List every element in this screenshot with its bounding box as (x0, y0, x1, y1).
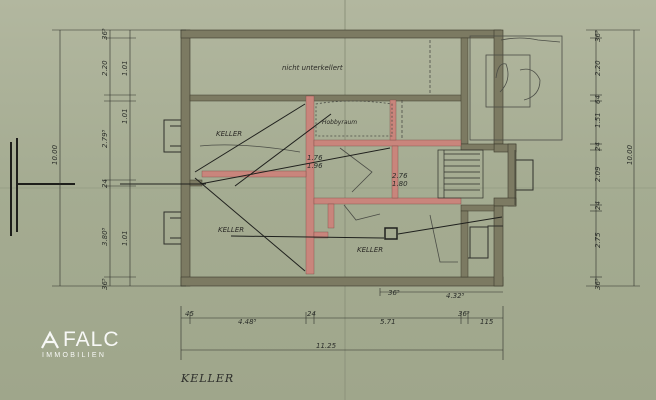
dim-right-2: 2.20 (594, 60, 602, 76)
room-label-keller-right: KELLER (357, 246, 383, 254)
dim-right-overall: 10.00 (626, 144, 634, 165)
reference-mark (10, 138, 75, 236)
brand-name: FALC (63, 328, 120, 351)
room-label-keller-lower: KELLER (218, 226, 244, 234)
dim-right-7: 24 (594, 201, 602, 210)
dim-left-4: 2.79⁵ (101, 129, 109, 148)
dim-mark-4: 1.96 (307, 162, 323, 170)
dim-left-5: 1.01 (121, 108, 129, 124)
dim-left-overall: 10.00 (51, 144, 59, 165)
dim-top-1: 45 (185, 310, 194, 318)
dim-top-5: 36⁵ (458, 310, 470, 318)
diagonal-sketch-lines (120, 103, 503, 272)
pencil-annotations (199, 35, 563, 263)
brand-watermark: FALC IMMOBILIEN (41, 328, 120, 359)
dim-top-6: 115 (480, 318, 494, 326)
dim-left-1: 36⁵ (101, 28, 109, 40)
floor-title: KELLER (180, 372, 234, 385)
staircase (437, 149, 484, 199)
dim-mark-5: 2.76 (392, 172, 408, 180)
dim-right-6: 2.09 (594, 166, 602, 182)
dim-right-4: 1.51 (594, 112, 602, 128)
room-label-unexcavated: nicht unterkellert (282, 64, 343, 72)
dim-left-6: 24 (101, 179, 109, 188)
dim-left-3: 1.01 (121, 60, 129, 76)
dim-mark-2: 4.32⁵ (446, 292, 465, 300)
dim-mark-3: 1.76 (307, 154, 323, 162)
dim-mark-6: 1.80 (392, 180, 408, 188)
marker-box (384, 227, 398, 240)
dim-right-9: 36⁵ (594, 278, 602, 290)
room-label-small: Hobbyraum (322, 119, 357, 126)
dim-top-4: 5.71 (380, 318, 396, 326)
dim-left-7: 3.80⁵ (101, 227, 109, 246)
dim-mark-1: 36⁵ (388, 289, 400, 297)
dim-top-2: 4.48⁵ (238, 318, 257, 326)
brand-subtitle: IMMOBILIEN (42, 352, 107, 359)
falc-logo-icon (41, 331, 59, 349)
dim-right-1: 36⁵ (594, 30, 602, 42)
dimension-lines (52, 29, 640, 360)
outer-walls (180, 29, 517, 287)
dim-overall-width: 11.25 (316, 342, 337, 350)
room-label-keller-upper: KELLER (216, 130, 242, 138)
dim-top-3: 24 (307, 310, 316, 318)
dim-right-3: 64 (594, 95, 602, 104)
interior-walls (189, 37, 495, 278)
dim-right-5: 24 (594, 142, 602, 151)
light-wells (163, 119, 534, 259)
dim-left-2: 2.20 (101, 60, 109, 76)
dim-right-8: 2.75 (594, 232, 602, 248)
dim-left-8: 1.01 (121, 230, 129, 246)
dim-left-9: 36⁵ (101, 278, 109, 290)
